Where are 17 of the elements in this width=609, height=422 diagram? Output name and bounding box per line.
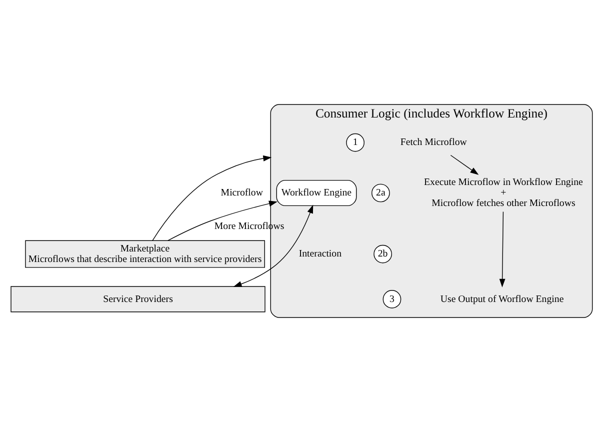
arrow xyxy=(152,155,272,241)
node-box: Marketplace Microflows that describe interaction with service providers xyxy=(25,240,265,268)
arrow xyxy=(233,204,314,287)
node-circle: 2a xyxy=(372,184,390,202)
node-text: Execute Microflow in Workflow Engine + Microflow fetches other Microflows xyxy=(424,177,583,210)
arrow xyxy=(450,154,479,175)
arrow xyxy=(499,211,506,288)
edge-label: Interaction xyxy=(298,248,342,260)
node-text: Fetch Microflow xyxy=(400,137,467,148)
node-circle: 1 xyxy=(346,133,364,152)
node-circle: 2b xyxy=(374,244,392,264)
arrow xyxy=(168,200,278,241)
node-circle: 3 xyxy=(382,290,402,308)
node-box: Workflow Engine xyxy=(276,180,357,206)
node-box: Service Providers xyxy=(10,286,266,312)
edge-label: Microflow xyxy=(220,188,263,199)
node-text: Use Output of Worflow Engine xyxy=(440,294,564,305)
